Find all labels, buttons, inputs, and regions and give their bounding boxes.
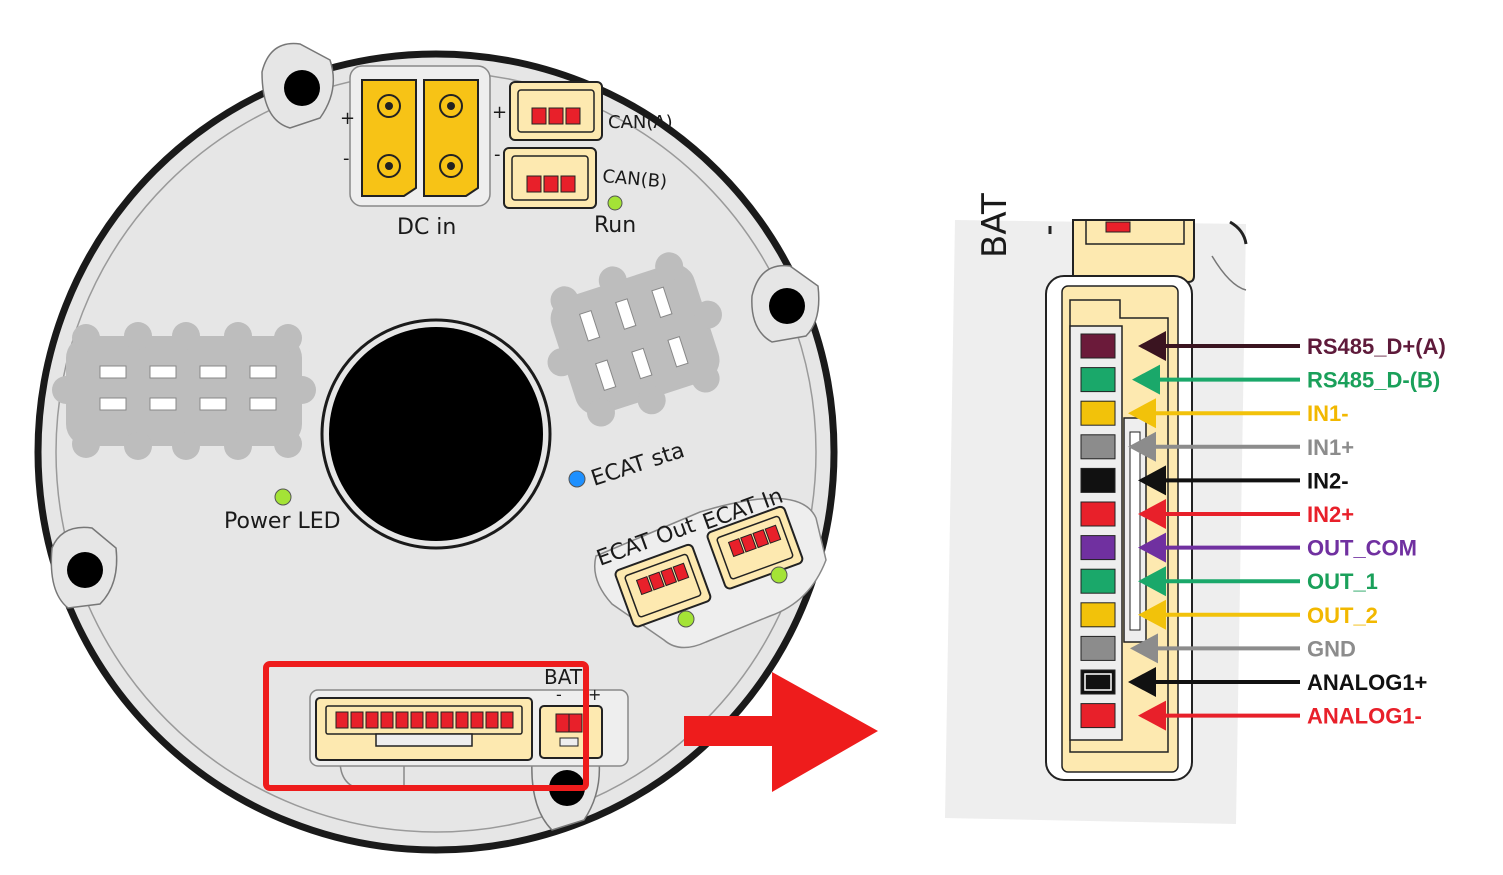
detail-side-label: BAT xyxy=(975,193,1015,258)
detail-pin-arrows xyxy=(1128,331,1300,731)
pin-label: IN1- xyxy=(1307,401,1349,426)
pin-arrow-head xyxy=(1138,566,1166,597)
ecat-out-led xyxy=(677,610,695,628)
pin-square xyxy=(1080,602,1116,628)
can-a-connector xyxy=(509,81,603,141)
pin-arrow-head xyxy=(1128,667,1156,697)
can-a-label: CAN(A) xyxy=(608,112,673,133)
pin-label: ANALOG1+ xyxy=(1307,670,1427,695)
pin-arrow-head xyxy=(1138,700,1166,731)
pin-square xyxy=(1080,367,1116,393)
pin-label: OUT_2 xyxy=(1307,603,1378,628)
dc-minus-right-label: - xyxy=(494,144,501,165)
board-overview: + - + - DC in CAN(A) CAN(B) Run xyxy=(34,42,838,854)
pin-label: IN2- xyxy=(1307,468,1349,493)
pin-arrow-head xyxy=(1138,499,1166,529)
dc-in-connector xyxy=(349,65,491,207)
power-led xyxy=(274,488,292,506)
zoom-arrow xyxy=(684,672,878,792)
pin-arrow-head xyxy=(1130,633,1158,664)
pin-arrow-head xyxy=(1138,599,1166,630)
ecat-sta-led xyxy=(568,470,586,488)
pin-arrow-head xyxy=(1132,364,1160,395)
pin-arrow-head xyxy=(1128,431,1156,462)
pin-label: ANALOG1- xyxy=(1307,704,1422,729)
io-connector-area xyxy=(309,689,629,791)
mounting-hole-right xyxy=(751,264,820,343)
ecat-in-led xyxy=(770,566,788,584)
detail-panel: BAT RS485_D+(A) RS485_D-(B) IN1- IN1+ IN2- IN… xyxy=(945,193,1446,824)
mounting-hole-top-left xyxy=(261,42,335,129)
bat-connector xyxy=(539,705,603,759)
dc-in-label: DC in xyxy=(397,215,456,240)
run-led xyxy=(607,195,623,211)
bat-minus-label: - xyxy=(556,685,562,704)
pin-label: OUT_COM xyxy=(1307,536,1417,561)
heatsink-right xyxy=(547,252,722,427)
io-highlight-box xyxy=(263,661,589,791)
pin-square xyxy=(1080,333,1116,359)
pin-square xyxy=(1080,467,1116,493)
power-led-label: Power LED xyxy=(224,509,341,534)
pin-label: IN2+ xyxy=(1307,502,1354,527)
pin-arrow-head xyxy=(1138,331,1166,361)
pin-label: OUT_1 xyxy=(1307,569,1378,594)
dc-plus-right-label: + xyxy=(492,102,507,123)
pin-square xyxy=(1080,400,1116,426)
io-connector-pins xyxy=(335,711,514,729)
pin-square xyxy=(1080,434,1116,460)
bat-label: BAT xyxy=(544,665,583,689)
pin-arrow-head xyxy=(1128,398,1156,429)
pin-square xyxy=(1080,635,1116,661)
pin-label: IN1+ xyxy=(1307,435,1354,460)
dc-minus-left-label: - xyxy=(343,148,350,169)
can-b-connector xyxy=(503,147,597,209)
detail-pin-squares xyxy=(1080,333,1116,729)
detail-pin-labels: RS485_D+(A) RS485_D-(B) IN1- IN1+ IN2- IN2+ OU… xyxy=(1307,334,1446,729)
run-label: Run xyxy=(594,213,636,238)
pin-square xyxy=(1080,703,1116,729)
pin-square xyxy=(1080,568,1116,594)
pin-square-inner xyxy=(1084,673,1112,691)
pin-arrow-head xyxy=(1138,532,1166,563)
center-hole xyxy=(329,327,543,541)
pin-square xyxy=(1080,535,1116,561)
ecat-out-connector xyxy=(614,543,712,628)
ecat-connectors xyxy=(594,497,827,649)
pin-arrow-head xyxy=(1138,465,1166,496)
mounting-hole-left xyxy=(50,526,118,609)
pin-square xyxy=(1080,501,1116,527)
dc-plus-left-label: + xyxy=(340,108,355,129)
bat-plus-label: + xyxy=(588,685,601,704)
pin-label: RS485_D+(A) xyxy=(1307,334,1446,359)
heatsink-left xyxy=(52,322,316,460)
pin-label: RS485_D-(B) xyxy=(1307,368,1440,393)
pin-label: GND xyxy=(1307,636,1356,661)
